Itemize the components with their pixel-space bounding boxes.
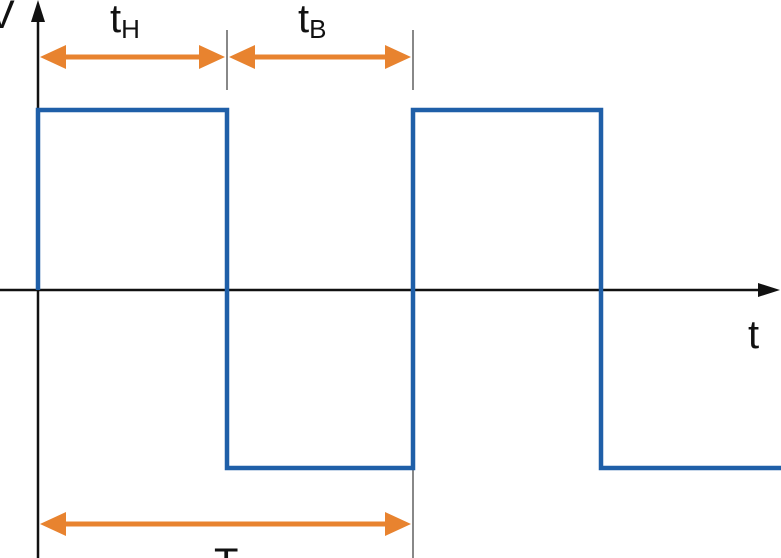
- high-time-label-main: t: [110, 0, 121, 41]
- low-time-label-subscript: B: [309, 14, 326, 44]
- period-dimension-arrow: [40, 512, 411, 536]
- period-arrow-left-head: [40, 512, 66, 536]
- y-axis-arrowhead: [31, 0, 45, 22]
- high-time-arrow-right-head: [199, 45, 225, 69]
- x-axis-label: t: [748, 313, 759, 357]
- x-axis-arrowhead: [758, 283, 780, 297]
- period-arrow-right-head: [385, 512, 411, 536]
- dimension-arrows: [40, 45, 411, 536]
- labels: V tH tB t T: [0, 0, 759, 558]
- high-time-label: tH: [110, 0, 140, 44]
- y-axis-label: V: [0, 0, 15, 37]
- period-label: T: [214, 541, 238, 558]
- square-wave-signal: [35, 107, 781, 471]
- low-time-dimension-arrow: [229, 45, 411, 69]
- high-time-label-subscript: H: [121, 14, 140, 44]
- low-time-arrow-left-head: [229, 45, 255, 69]
- high-time-dimension-arrow: [40, 45, 225, 69]
- high-time-arrow-left-head: [40, 45, 66, 69]
- low-time-label-main: t: [298, 0, 309, 41]
- low-time-label: tB: [298, 0, 326, 44]
- low-time-arrow-right-head: [385, 45, 411, 69]
